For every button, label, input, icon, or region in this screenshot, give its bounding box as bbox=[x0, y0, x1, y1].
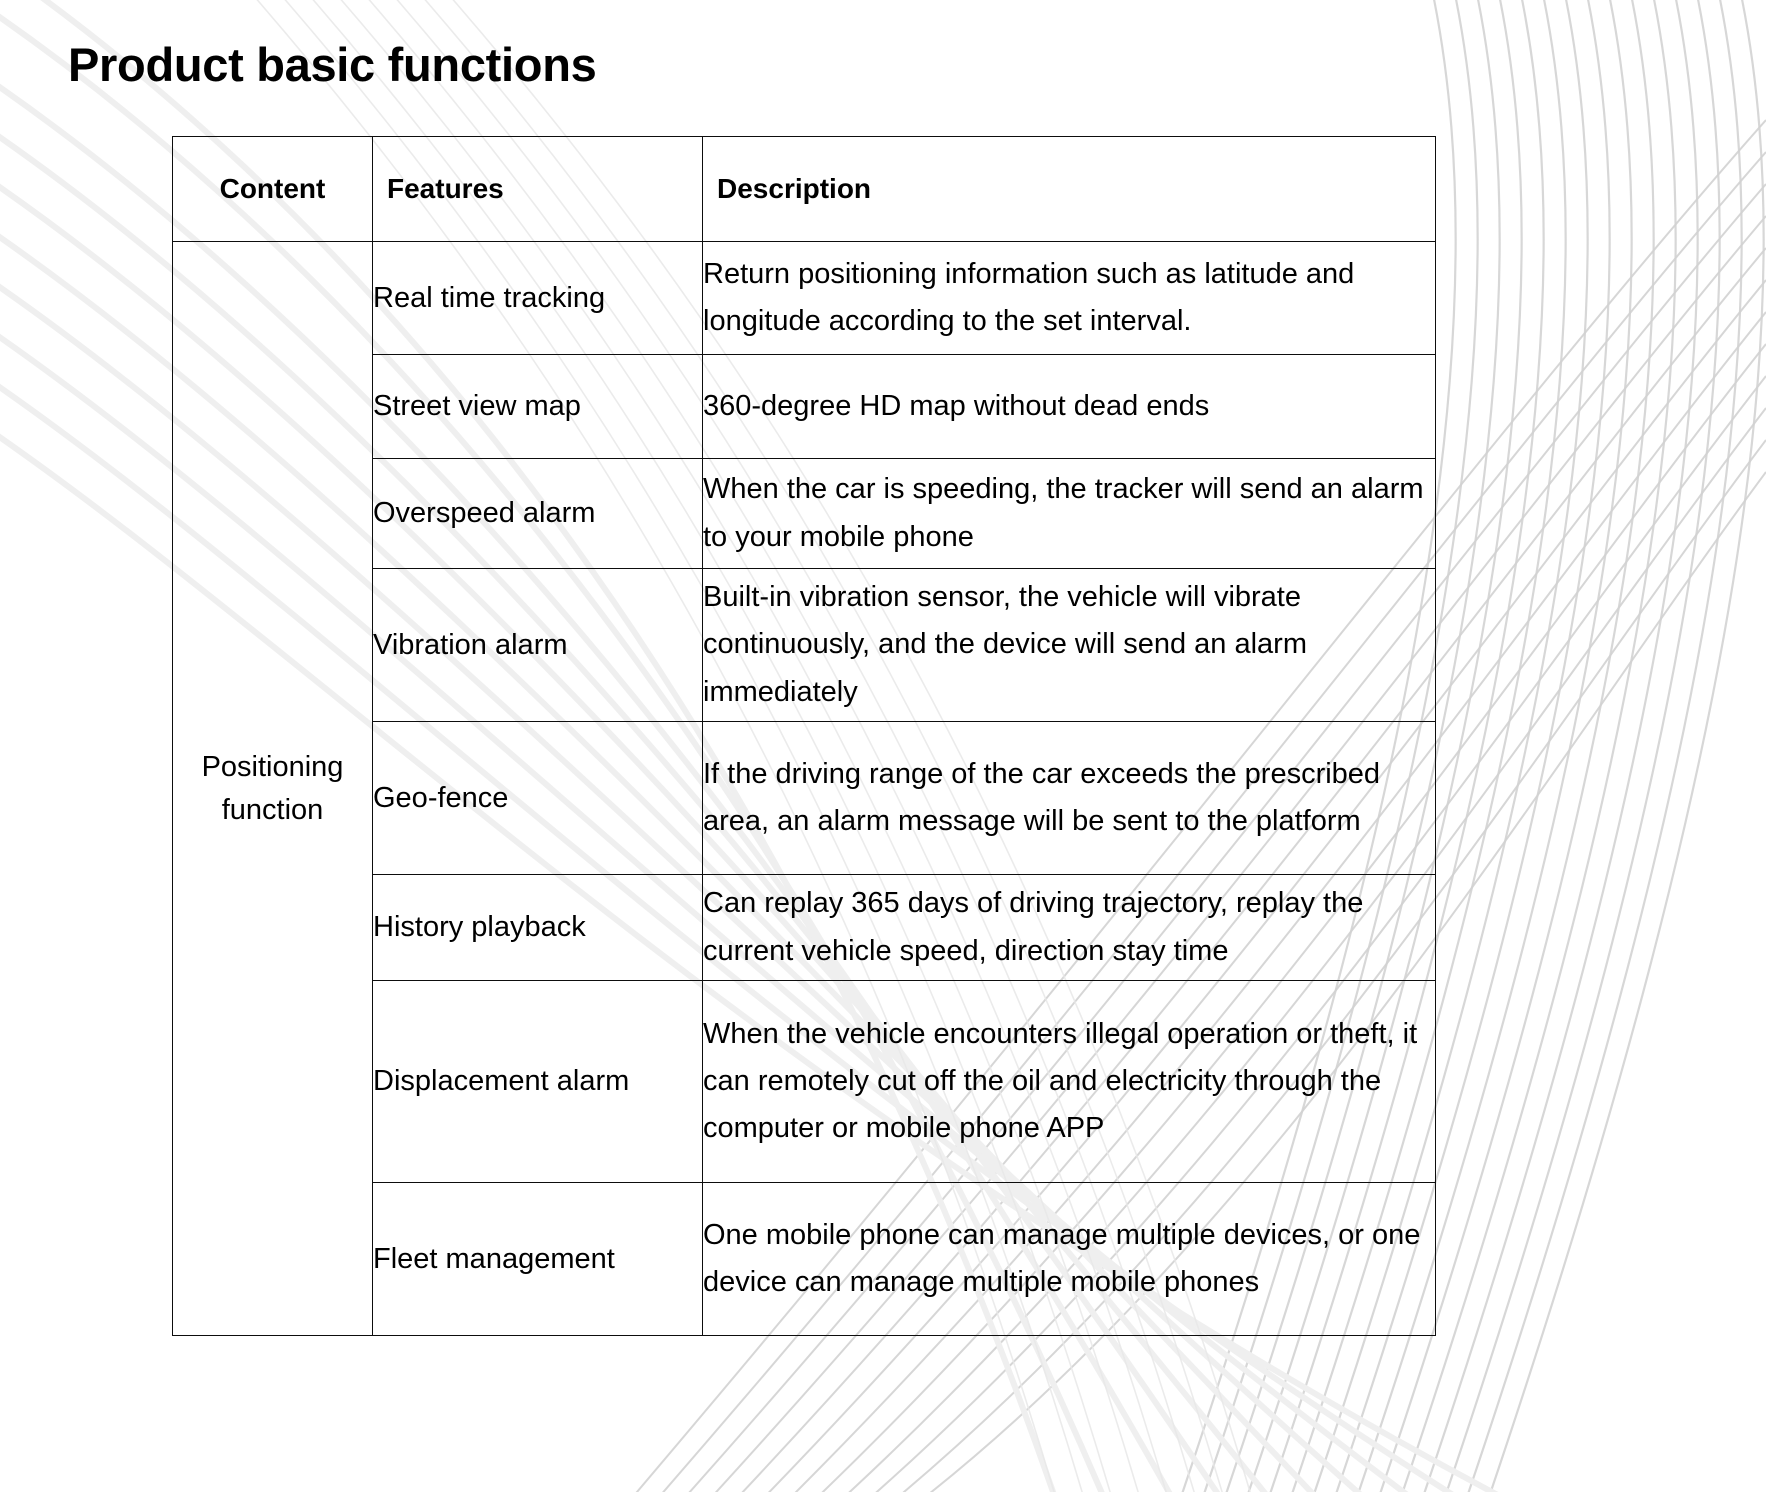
description-cell: One mobile phone can manage multiple dev… bbox=[702, 1182, 1436, 1336]
table-row: Positioning function Real time tracking … bbox=[172, 241, 1436, 1336]
description-cell: Return positioning information such as l… bbox=[702, 241, 1436, 355]
column-header-description-label: Description bbox=[717, 173, 872, 204]
column-header-features: Features bbox=[372, 136, 703, 242]
description-cell: When the car is speeding, the tracker wi… bbox=[702, 458, 1436, 569]
feature-cell: History playback bbox=[372, 874, 703, 981]
description-cell: 360-degree HD map without dead ends bbox=[702, 354, 1436, 459]
description-cell: Built-in vibration sensor, the vehicle w… bbox=[702, 568, 1436, 722]
product-functions-table: Content Features Description Positioning… bbox=[172, 136, 1436, 1336]
description-cell: When the vehicle encounters illegal oper… bbox=[702, 980, 1436, 1183]
description-cell: Can replay 365 days of driving trajector… bbox=[702, 874, 1436, 981]
table-header-row: Content Features Description bbox=[172, 136, 1436, 242]
feature-cell: Overspeed alarm bbox=[372, 458, 703, 569]
feature-cell: Displacement alarm bbox=[372, 980, 703, 1183]
column-header-features-label: Features bbox=[387, 173, 504, 204]
feature-cell: Fleet management bbox=[372, 1182, 703, 1336]
feature-cell: Vibration alarm bbox=[372, 568, 703, 722]
content-group-cell-positioning-function: Positioning function bbox=[172, 241, 373, 1336]
description-cell: If the driving range of the car exceeds … bbox=[702, 721, 1436, 875]
column-header-content: Content bbox=[172, 136, 373, 242]
column-header-description: Description bbox=[702, 136, 1436, 242]
feature-cell: Street view map bbox=[372, 354, 703, 459]
column-header-content-label: Content bbox=[219, 173, 326, 204]
feature-cell: Geo-fence bbox=[372, 721, 703, 875]
feature-cell: Real time tracking bbox=[372, 241, 703, 355]
page-title: Product basic functions bbox=[68, 38, 597, 91]
